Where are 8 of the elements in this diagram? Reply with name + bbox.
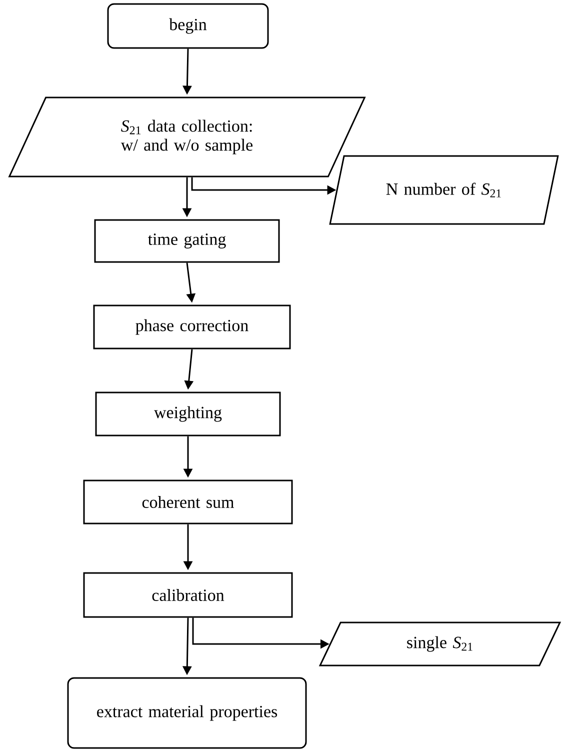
process-box: phase correction — [93, 304, 291, 350]
process-box: calibration — [83, 572, 293, 618]
terminal-box: begin — [107, 3, 269, 49]
data-parallelogram: N number of S$_{21}$ — [329, 155, 559, 225]
process-box: time gating — [94, 219, 280, 263]
terminal-box: extract material properties — [67, 677, 307, 749]
process-box: coherent sum — [83, 480, 293, 524]
process-box: weighting — [95, 392, 281, 436]
